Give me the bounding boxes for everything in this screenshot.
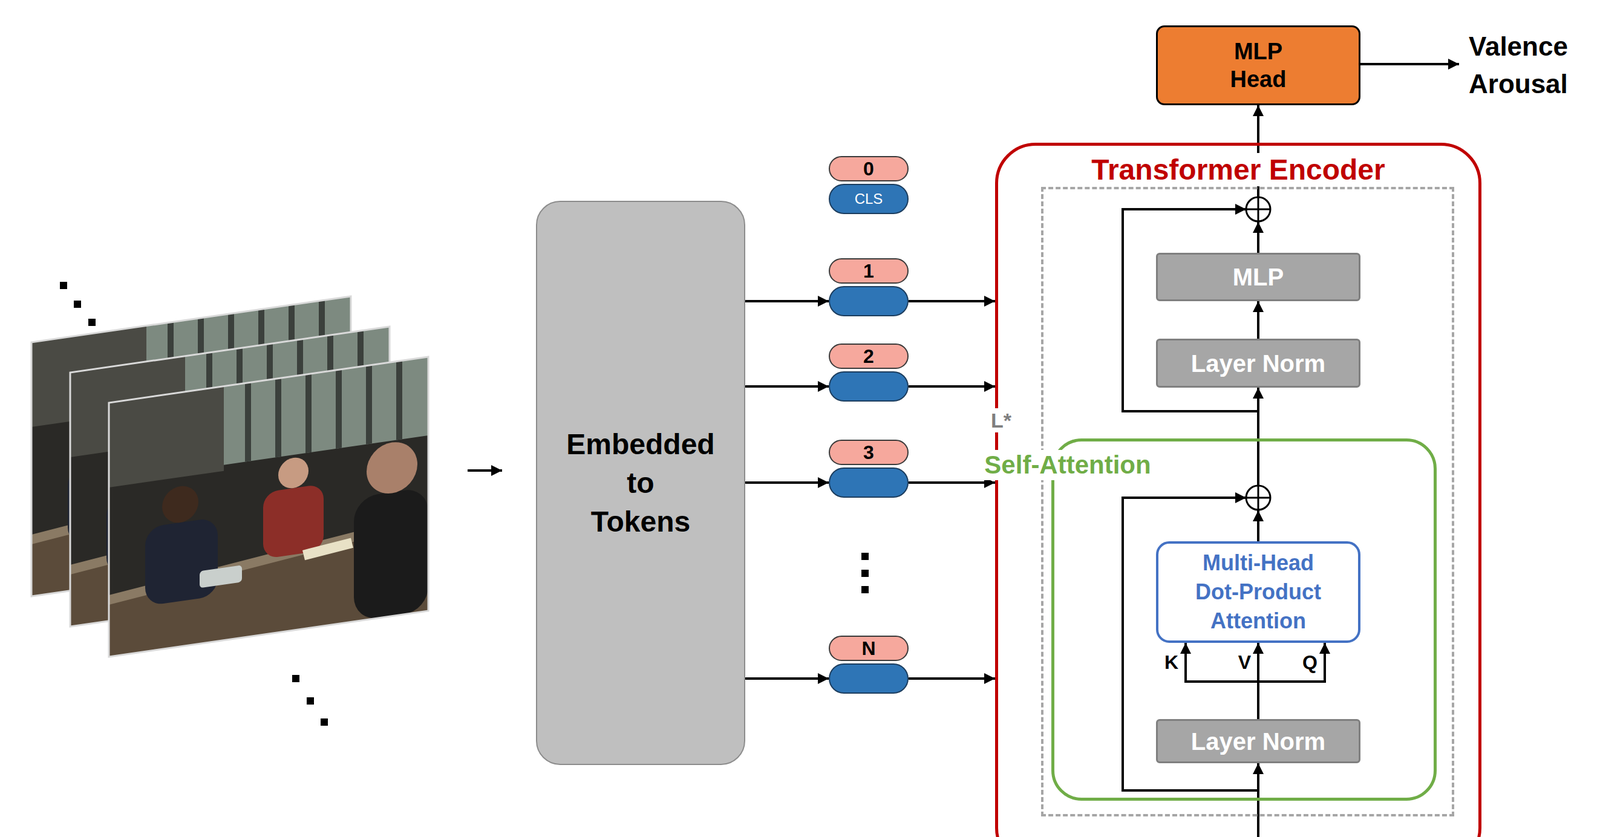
group-heading: Self-Attention <box>979 450 1156 481</box>
layer-box: Layer Norm <box>1155 719 1361 764</box>
token-index-pill: 3 <box>828 439 909 466</box>
sum-circle <box>1246 197 1271 222</box>
token-index: 2 <box>863 346 875 366</box>
token-name: CLS <box>854 191 884 207</box>
output-label: Valence <box>1468 30 1568 63</box>
mlp-head-box: MLP Head <box>1155 25 1361 106</box>
ellipsis-dots <box>59 281 328 726</box>
connector <box>745 385 829 388</box>
connector <box>908 300 996 303</box>
edge-label: V <box>1238 651 1251 674</box>
token: N <box>828 635 909 694</box>
sum-cross <box>1246 485 1271 510</box>
group-heading: Transformer Encoder <box>1086 153 1390 187</box>
attention-frame: Self-AttentionMulti-Head Dot-Product Att… <box>1051 438 1437 801</box>
token-embedding-pill <box>828 371 909 402</box>
repeat-block: L*MLPLayer NormSelf-AttentionMulti-Head … <box>1041 186 1455 817</box>
output-arrow <box>1360 62 1460 66</box>
token: 1 <box>828 258 909 317</box>
token-index-pill: 0 <box>828 156 909 182</box>
box-label: MLP <box>1232 262 1284 292</box>
token-index: N <box>861 638 876 659</box>
token-embedding-pill <box>828 286 909 317</box>
token-embedding-pill <box>828 467 909 498</box>
token-ellipsis <box>861 552 869 594</box>
token-index-pill: 1 <box>828 258 909 284</box>
connector <box>908 481 996 484</box>
connector <box>1185 643 1259 720</box>
token-embedding-pill: CLS <box>828 183 909 215</box>
sum-circle <box>1246 485 1271 510</box>
group-heading: L* <box>986 408 1017 433</box>
token-index: 1 <box>863 261 875 281</box>
token-index: 0 <box>863 159 875 179</box>
token: 2 <box>828 343 909 402</box>
input-arrow <box>467 469 503 472</box>
sum-cross <box>1246 197 1271 222</box>
embedding-box: Embedded to Tokens <box>535 200 746 766</box>
output-label: Arousal <box>1468 67 1568 100</box>
arrow-head <box>1252 222 1264 233</box>
box-label: MLP Head <box>1215 37 1301 94</box>
layer-box: MLP <box>1155 252 1361 302</box>
connector <box>745 300 829 303</box>
token-index-pill: N <box>828 635 909 662</box>
connector <box>745 677 829 680</box>
token-embedding-pill <box>828 663 909 694</box>
edge-label: K <box>1164 651 1179 674</box>
edge-label: Q <box>1302 651 1318 674</box>
box-label: Layer Norm <box>1191 349 1326 379</box>
connector <box>908 677 996 680</box>
token: 3 <box>828 439 909 498</box>
encoder-frame: Transformer EncoderL*MLPLayer NormSelf-A… <box>995 142 1482 837</box>
connector <box>908 385 996 388</box>
connector <box>1257 301 1260 339</box>
box-label: Embedded to Tokens <box>561 425 720 542</box>
box-label: Layer Norm <box>1191 727 1326 757</box>
token: 0CLS <box>828 156 909 215</box>
layer-box: Layer Norm <box>1155 338 1361 388</box>
attention-box: Multi-Head Dot-Product Attention <box>1155 541 1361 644</box>
token-index-pill: 2 <box>828 343 909 369</box>
connector <box>1258 643 1325 720</box>
video-frame <box>108 356 429 657</box>
connector <box>745 481 829 484</box>
box-label: Multi-Head Dot-Product Attention <box>1185 548 1331 636</box>
token-index: 3 <box>863 442 875 463</box>
arrow-head <box>1252 510 1264 522</box>
